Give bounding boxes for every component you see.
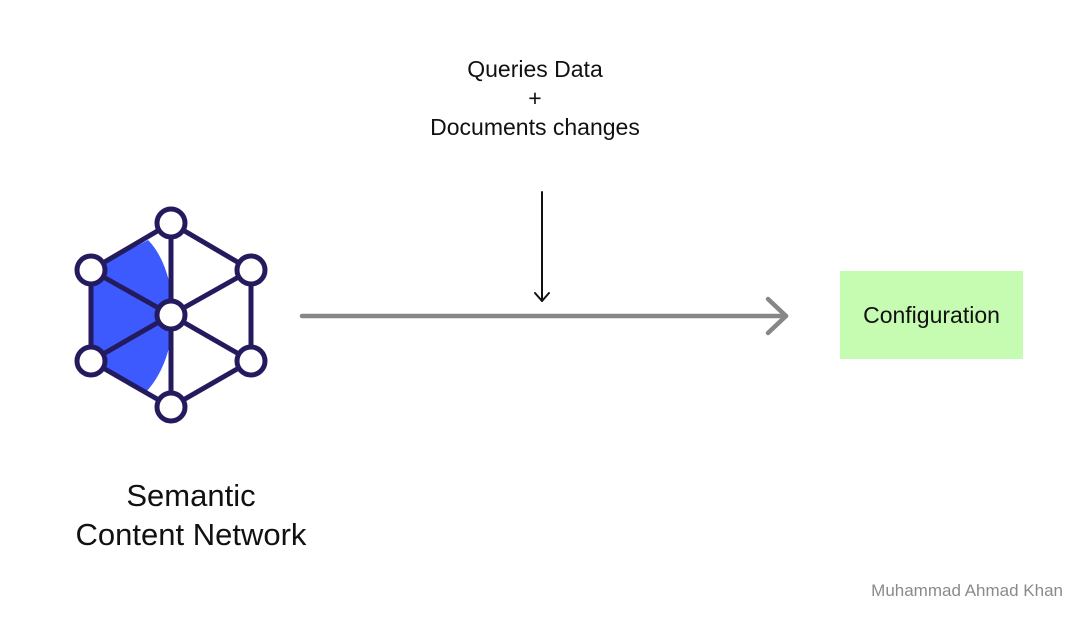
input-arrow [534, 191, 550, 302]
network-nodes [74, 206, 268, 424]
network-node-top-right [234, 253, 268, 287]
network-node-top-left [74, 253, 108, 287]
author-credit: Muhammad Ahmad Khan [871, 581, 1063, 600]
queries-documents-label: Queries Data + Documents changes [385, 55, 685, 142]
semantic-network-icon [74, 206, 268, 424]
semantic-content-network-label: Semantic Content Network [40, 476, 342, 554]
queries-data-text: Queries Data [467, 56, 603, 82]
configuration-box: Configuration [840, 271, 1023, 359]
main-arrow [299, 296, 789, 336]
configuration-label: Configuration [863, 301, 1000, 328]
documents-changes-text: Documents changes [430, 114, 640, 140]
network-node-top [154, 206, 188, 240]
network-label-line2: Content Network [75, 517, 307, 552]
network-node-bottom-left [74, 344, 108, 378]
plus-text: + [528, 85, 542, 111]
network-node-center [154, 298, 188, 332]
network-node-bottom-right [234, 344, 268, 378]
network-node-bottom [154, 390, 188, 424]
network-accent-shape [91, 240, 173, 392]
network-label-line1: Semantic [126, 478, 256, 513]
